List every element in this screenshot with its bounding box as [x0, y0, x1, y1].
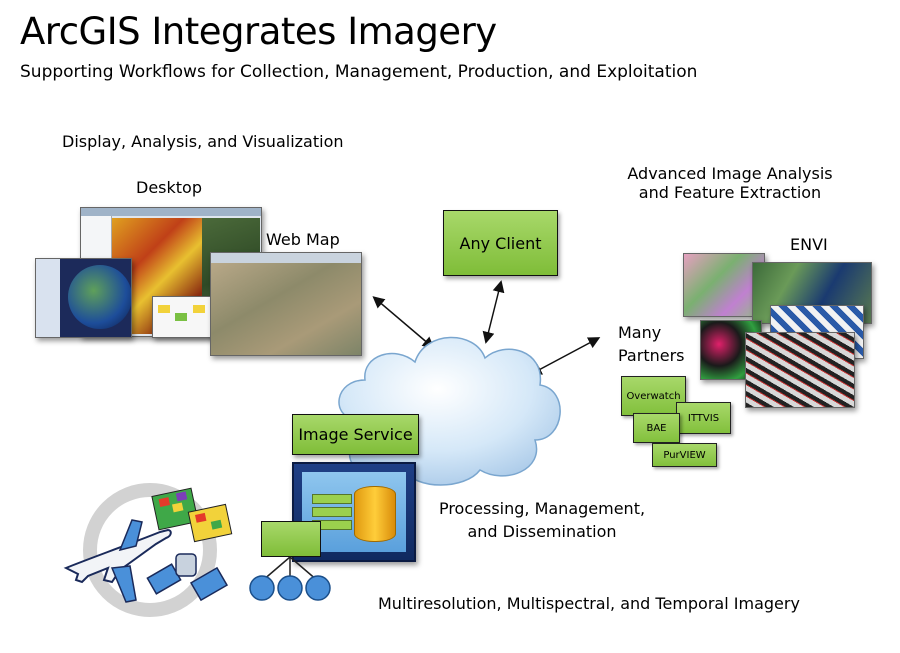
imagery-label: Multiresolution, Multispectral, and Temp… — [378, 594, 800, 613]
node-tree-svg — [249, 556, 331, 601]
arrow-webmap-cloud — [372, 296, 435, 349]
node-circle-middle — [277, 575, 303, 601]
partner-bae: BAE — [633, 413, 680, 443]
advanced-analysis-line1: Advanced Image Analysis — [627, 164, 833, 183]
desktop-label: Desktop — [136, 178, 202, 197]
image-service-box: Image Service — [292, 414, 419, 455]
webmap-screenshot — [210, 252, 362, 356]
page-subtitle: Supporting Workflows for Collection, Man… — [20, 62, 698, 82]
advanced-analysis-line2: and Feature Extraction — [638, 183, 822, 202]
advanced-analysis-label: Advanced Image Analysis and Feature Extr… — [615, 164, 845, 202]
webmap-toolbar — [211, 253, 361, 263]
display-analysis-label: Display, Analysis, and Visualization — [62, 132, 344, 151]
partner-ittvis: ITTVIS — [676, 402, 731, 434]
page-title: ArcGIS Integrates Imagery — [20, 10, 497, 53]
many-partners-label: Many Partners — [618, 321, 684, 367]
globe-icon — [68, 265, 131, 329]
processing-line2: and Dissemination — [467, 522, 617, 541]
collection-svg — [63, 483, 233, 617]
arrow-client-cloud — [482, 280, 505, 344]
envi-image-5 — [745, 332, 855, 408]
source-node-box — [261, 521, 321, 557]
webmap-imagery — [211, 263, 361, 355]
envi-label: ENVI — [790, 235, 828, 254]
airplane-icon — [63, 519, 172, 603]
node-circle-right — [305, 575, 331, 601]
processing-label: Processing, Management, and Disseminatio… — [432, 497, 652, 543]
partner-purview: PurVIEW — [652, 443, 717, 467]
webmap-label: Web Map — [266, 230, 340, 249]
node-circle-left — [249, 575, 275, 601]
database-cylinder-icon — [354, 486, 396, 542]
partners-line2: Partners — [618, 346, 685, 365]
spectral-grid-icon — [151, 487, 233, 543]
partners-line1: Many — [618, 323, 662, 342]
desktop-titlebar — [81, 208, 261, 216]
collection-ring — [83, 483, 217, 617]
arrow-partners-cloud — [529, 337, 601, 375]
globe-panel — [36, 259, 60, 337]
processing-line1: Processing, Management, — [438, 499, 646, 518]
any-client-box: Any Client — [443, 210, 558, 276]
envi-image-1 — [683, 253, 765, 317]
globe-screenshot — [35, 258, 132, 338]
satellite-icon — [146, 553, 229, 602]
